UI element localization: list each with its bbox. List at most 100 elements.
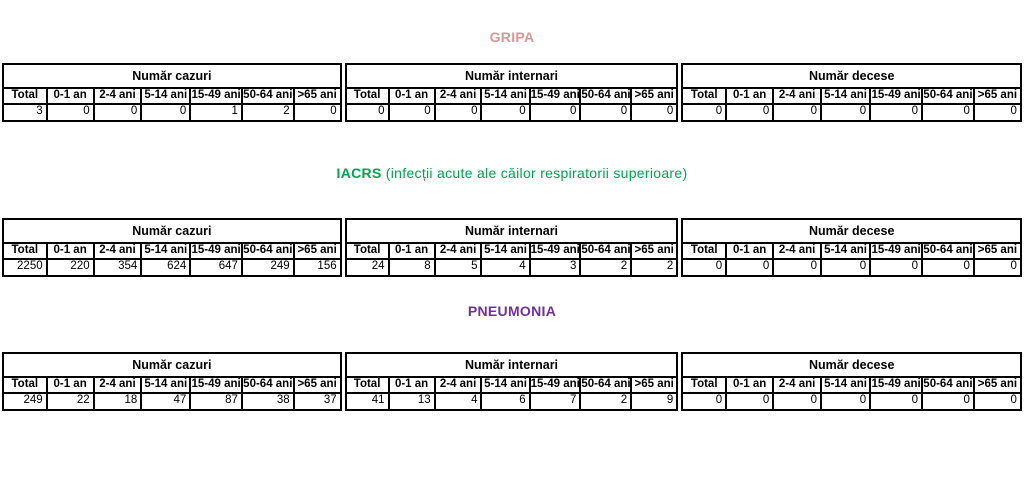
header-row: Total 0-1 an 2-4 ani 5-14 ani 15-49 ani … bbox=[683, 378, 1020, 394]
cell-0-1-an: 13 bbox=[390, 394, 436, 409]
header-row: Total 0-1 an 2-4 ani 5-14 ani 15-49 ani … bbox=[4, 244, 340, 260]
cell-0-1-an: 8 bbox=[390, 260, 436, 275]
col-header-15-49-ani: 15-49 ani bbox=[871, 89, 923, 103]
cell-50-64-ani: 2 bbox=[243, 105, 295, 120]
col-header-total: Total bbox=[683, 89, 728, 103]
cell-5-14-ani: 0 bbox=[822, 394, 872, 409]
col-header-50-64-ani: 50-64 ani bbox=[923, 378, 975, 392]
col-header-50-64-ani: 50-64 ani bbox=[923, 244, 975, 258]
cell-65-plus: 0 bbox=[666, 105, 674, 117]
cell-5-14-ani: 0 bbox=[142, 105, 192, 120]
cell-65-plus: 0 bbox=[1010, 105, 1017, 117]
group-title-cazuri: Număr cazuri bbox=[4, 65, 340, 89]
header-row: Total 0-1 an 2-4 ani 5-14 ani 15-49 ani … bbox=[346, 378, 677, 394]
col-header-5-14-ani: 5-14 ani bbox=[482, 89, 531, 103]
col-header-15-49-ani: 15-49 ani bbox=[530, 378, 582, 392]
cell-total: 2250 bbox=[4, 260, 48, 275]
col-header-2-4-ani: 2-4 ani bbox=[774, 244, 823, 258]
group-title-decese: Număr decese bbox=[683, 65, 1020, 89]
col-header-total: Total bbox=[4, 378, 48, 392]
cell-15-49-ani: 0 bbox=[531, 105, 582, 120]
col-header-50-64-ani: 50-64 ani bbox=[581, 244, 633, 258]
group-gripa-decese: Număr decese Total 0-1 an 2-4 ani 5-14 a… bbox=[681, 63, 1022, 122]
cell-50-64-ani: 0 bbox=[923, 260, 975, 275]
col-header-50-64-ani: 50-64 ani bbox=[243, 378, 295, 392]
cell-2-4-ani: 0 bbox=[774, 105, 823, 120]
cell-0-1-an: 22 bbox=[48, 394, 95, 409]
col-header-2-4-ani: 2-4 ani bbox=[774, 378, 823, 392]
group-iacrs-decese: Număr decese Total 0-1 an 2-4 ani 5-14 a… bbox=[681, 218, 1022, 277]
header-row: Total 0-1 an 2-4 ani 5-14 ani 15-49 ani … bbox=[4, 378, 340, 394]
cell-5-14-ani: 47 bbox=[142, 394, 192, 409]
cell-15-49-ani: 647 bbox=[191, 260, 243, 275]
header-row: Total 0-1 an 2-4 ani 5-14 ani 15-49 ani … bbox=[346, 244, 677, 260]
cell-total: 3 bbox=[4, 105, 48, 120]
col-header-0-1-an: 0-1 an bbox=[48, 244, 95, 258]
group-title-decese: Număr decese bbox=[683, 354, 1020, 378]
cell-50-64-ani: 2 bbox=[581, 260, 633, 275]
col-header-15-49-ani: 15-49 ani bbox=[871, 378, 923, 392]
col-header-65-plus: >65 ani bbox=[977, 378, 1018, 390]
cell-total: 0 bbox=[347, 105, 390, 120]
col-header-total: Total bbox=[4, 89, 48, 103]
col-header-50-64-ani: 50-64 ani bbox=[243, 89, 295, 103]
section-title-subtitle: (infecții acute ale căilor respiratorii … bbox=[381, 165, 688, 181]
group-title-decese: Număr decese bbox=[683, 220, 1020, 244]
group-iacrs-cazuri: Număr cazuri Total 0-1 an 2-4 ani 5-14 a… bbox=[2, 218, 342, 277]
col-header-65-plus: >65 ani bbox=[297, 244, 337, 256]
col-header-total: Total bbox=[683, 378, 728, 392]
cell-5-14-ani: 624 bbox=[142, 260, 192, 275]
table-row: 3 0 0 0 1 2 0 bbox=[4, 105, 340, 120]
group-gripa-internari: Număr internari Total 0-1 an 2-4 ani 5-1… bbox=[344, 63, 679, 122]
group-title-internari: Număr internari bbox=[346, 65, 677, 89]
section-title-pneumonia: PNEUMONIA bbox=[0, 300, 1024, 322]
col-header-50-64-ani: 50-64 ani bbox=[243, 244, 295, 258]
table-row: 41 13 4 6 7 2 9 bbox=[347, 394, 677, 409]
table-row: 0 0 0 0 0 0 0 bbox=[683, 105, 1020, 120]
col-header-0-1-an: 0-1 an bbox=[390, 89, 436, 103]
col-header-total: Total bbox=[347, 378, 390, 392]
group-pneumonia-decese: Număr decese Total 0-1 an 2-4 ani 5-14 a… bbox=[681, 352, 1022, 411]
col-header-5-14-ani: 5-14 ani bbox=[822, 244, 872, 258]
col-header-15-49-ani: 15-49 ani bbox=[191, 244, 243, 258]
table-iacrs: Număr cazuri Total 0-1 an 2-4 ani 5-14 a… bbox=[2, 218, 1022, 277]
cell-0-1-an: 0 bbox=[48, 105, 95, 120]
col-header-total: Total bbox=[4, 244, 48, 258]
section-title-main: GRIPA bbox=[489, 29, 535, 45]
col-header-total: Total bbox=[347, 244, 390, 258]
cell-2-4-ani: 0 bbox=[774, 260, 823, 275]
table-row: 24 8 5 4 3 2 2 bbox=[347, 260, 677, 275]
header-row: Total 0-1 an 2-4 ani 5-14 ani 15-49 ani … bbox=[683, 244, 1020, 260]
cell-0-1-an: 220 bbox=[48, 260, 95, 275]
cell-total: 0 bbox=[683, 260, 728, 275]
cell-15-49-ani: 87 bbox=[191, 394, 243, 409]
cell-65-plus: 0 bbox=[1010, 260, 1017, 272]
cell-50-64-ani: 0 bbox=[923, 105, 975, 120]
col-header-0-1-an: 0-1 an bbox=[390, 378, 436, 392]
cell-2-4-ani: 18 bbox=[95, 394, 143, 409]
cell-2-4-ani: 0 bbox=[95, 105, 143, 120]
cell-15-49-ani: 1 bbox=[191, 105, 243, 120]
section-iacrs: IACRS (infecții acute ale căilor respira… bbox=[0, 162, 1024, 277]
cell-total: 0 bbox=[683, 394, 728, 409]
group-pneumonia-internari: Număr internari Total 0-1 an 2-4 ani 5-1… bbox=[344, 352, 679, 411]
cell-total: 0 bbox=[683, 105, 728, 120]
section-title-gripa: GRIPA bbox=[0, 26, 1024, 48]
cell-2-4-ani: 0 bbox=[436, 105, 483, 120]
col-header-50-64-ani: 50-64 ani bbox=[923, 89, 975, 103]
col-header-15-49-ani: 15-49 ani bbox=[191, 89, 243, 103]
col-header-65-plus: >65 ani bbox=[297, 89, 337, 101]
cell-65-plus: 0 bbox=[1010, 394, 1017, 406]
col-header-2-4-ani: 2-4 ani bbox=[436, 244, 483, 258]
cell-5-14-ani: 6 bbox=[482, 394, 531, 409]
col-header-65-plus: >65 ani bbox=[977, 89, 1018, 101]
cell-0-1-an: 0 bbox=[727, 260, 775, 275]
col-header-2-4-ani: 2-4 ani bbox=[95, 244, 143, 258]
cell-15-49-ani: 3 bbox=[531, 260, 582, 275]
group-pneumonia-cazuri: Număr cazuri Total 0-1 an 2-4 ani 5-14 a… bbox=[2, 352, 342, 411]
cell-5-14-ani: 0 bbox=[822, 105, 872, 120]
cell-2-4-ani: 5 bbox=[436, 260, 483, 275]
cell-65-plus: 2 bbox=[666, 260, 674, 272]
section-title-main: PNEUMONIA bbox=[467, 303, 557, 319]
table-row: 249 22 18 47 87 38 37 bbox=[4, 394, 340, 409]
